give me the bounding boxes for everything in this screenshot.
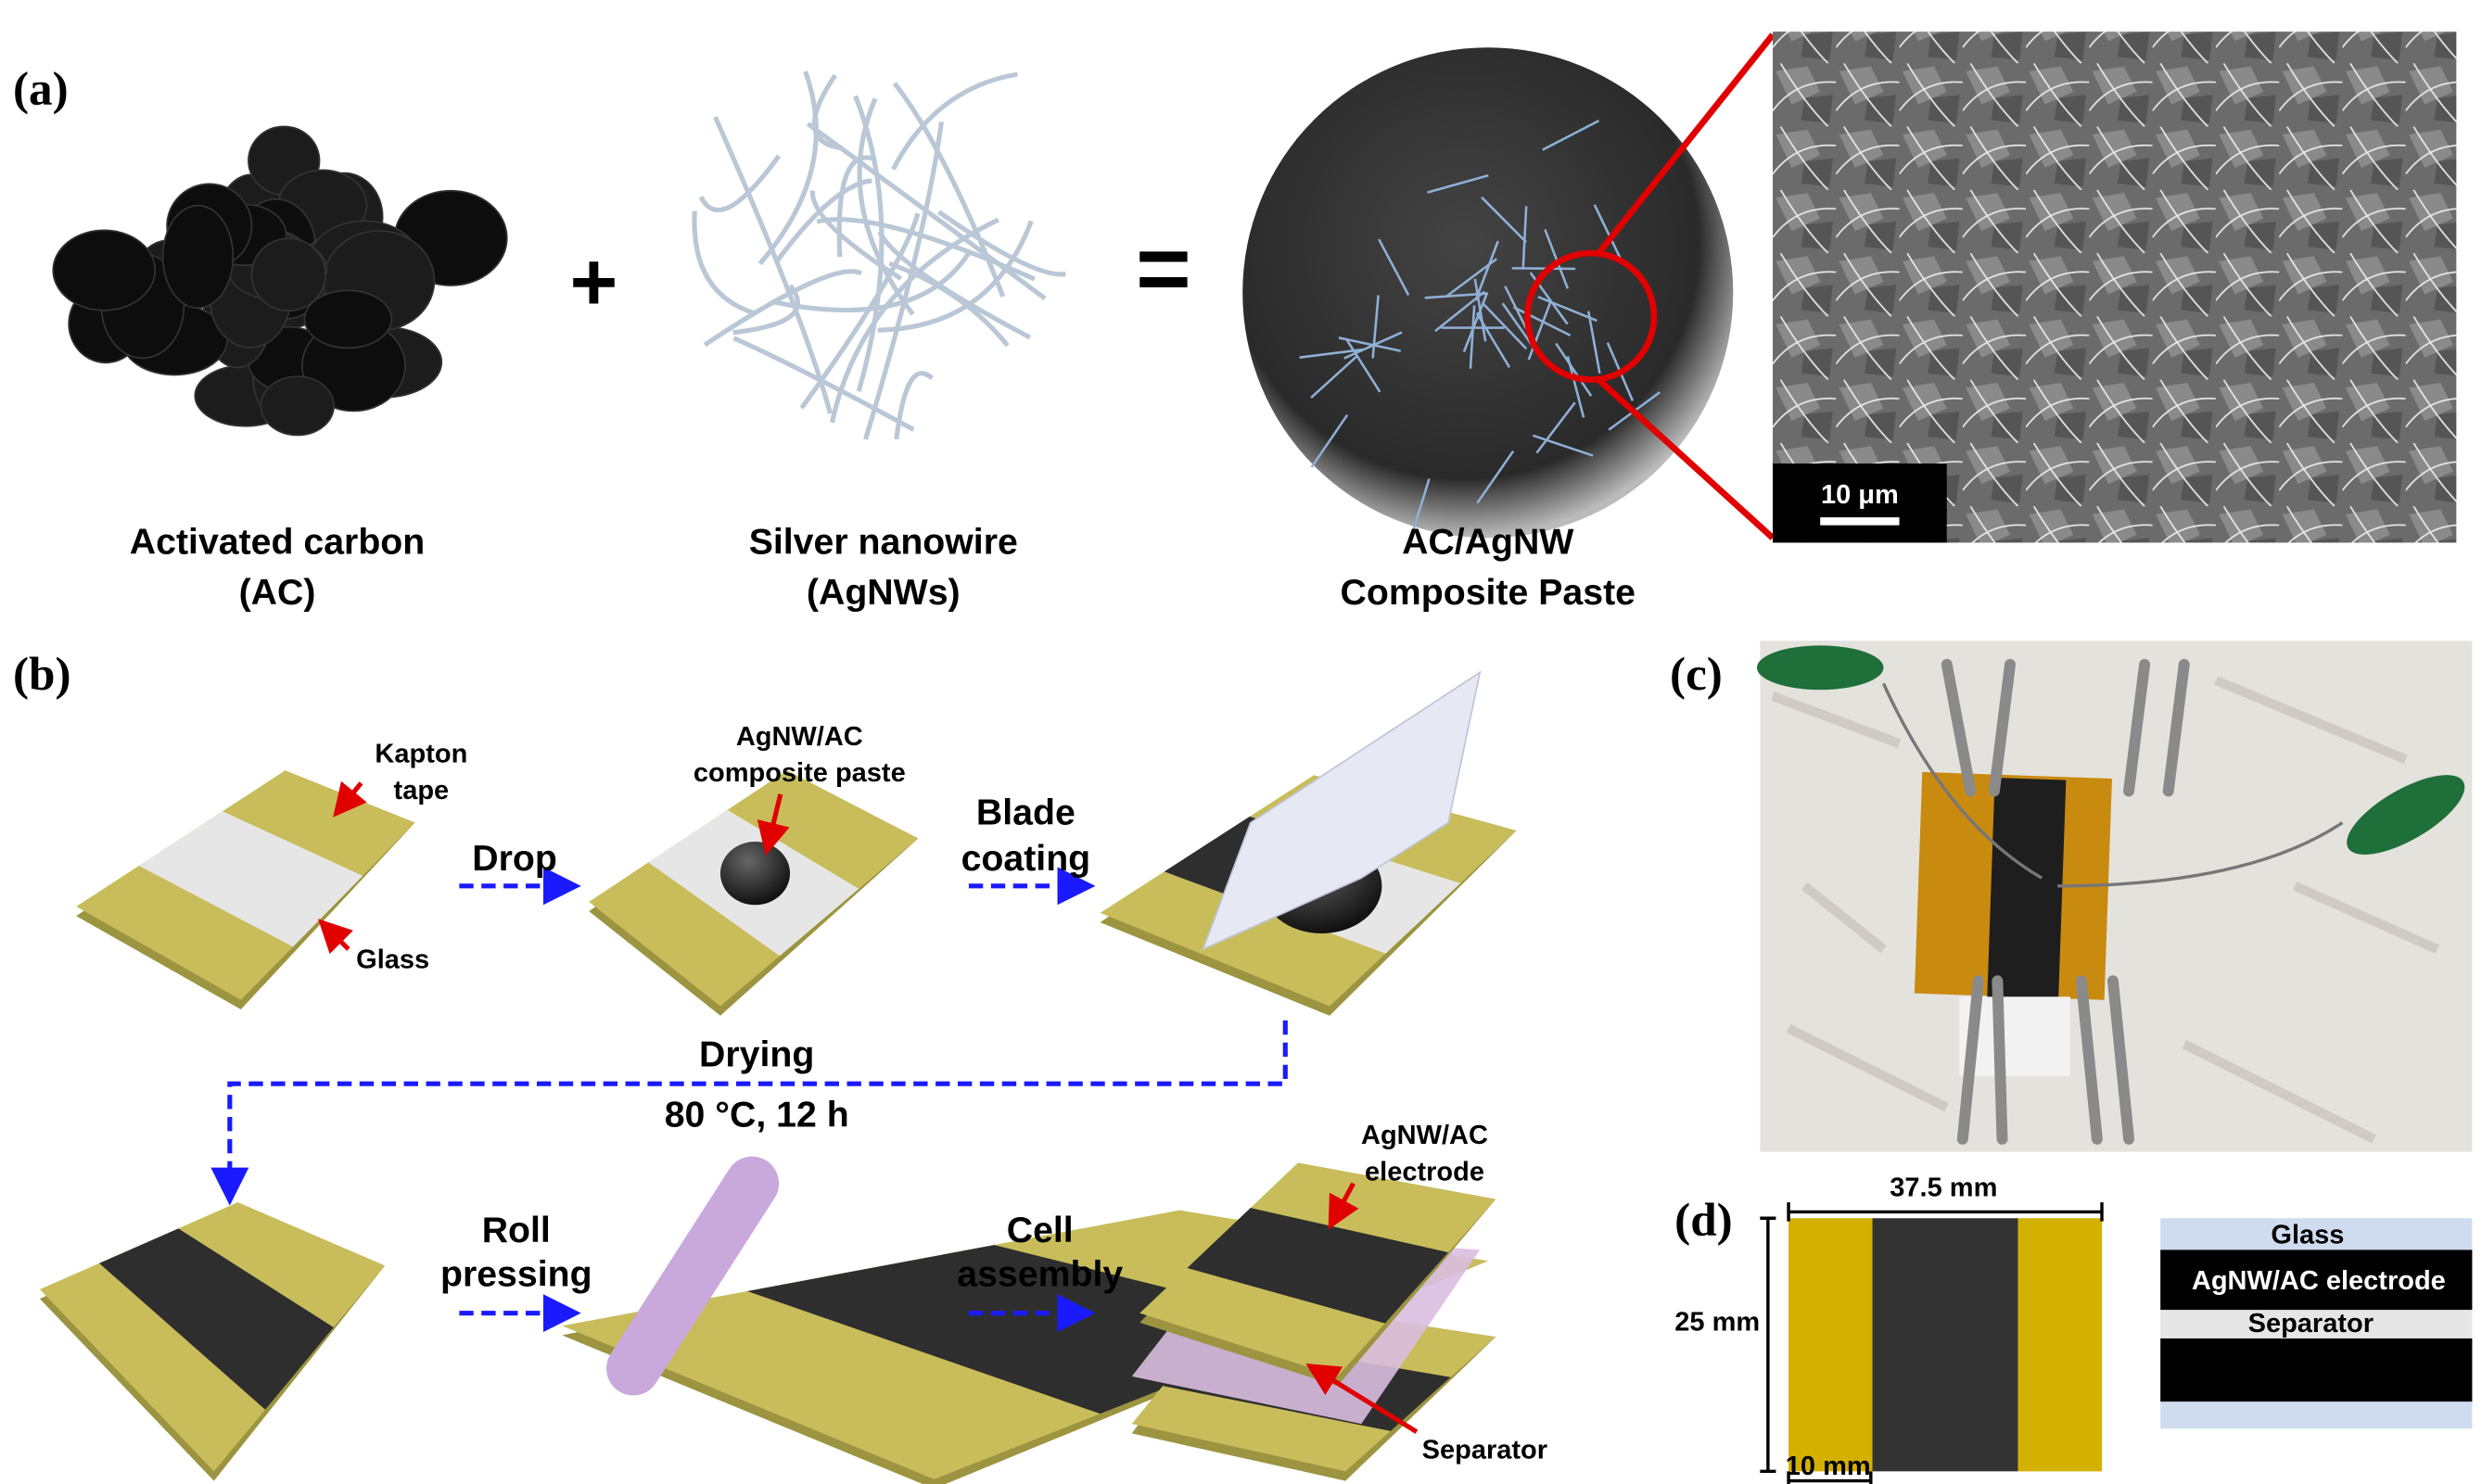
kapton-label-1: Kapton <box>375 740 467 769</box>
electrode-label-2: electrode <box>1365 1157 1484 1186</box>
arrow-drying <box>210 1020 1288 1206</box>
paste-drop <box>719 842 791 906</box>
nanowire <box>836 155 873 258</box>
drop-label: Drop <box>472 838 557 879</box>
layer-electrode-label: AgNW/AC electrode <box>2192 1266 2446 1296</box>
agnw-label-1: Silver nanowire <box>749 521 1018 562</box>
layer-separator-label: Separator <box>2248 1309 2374 1338</box>
plate-cell-top <box>1139 1162 1496 1387</box>
height-dimension-line <box>1760 1216 1776 1474</box>
nanowire <box>713 116 833 414</box>
cell-label-1: Cell <box>1007 1210 1074 1250</box>
pointer-electrode <box>1328 1182 1359 1230</box>
plate-dried <box>40 1202 386 1481</box>
paste-b-label-1: AgNW/AC <box>736 722 863 752</box>
roller <box>606 1156 780 1396</box>
nanowire <box>891 71 1018 171</box>
nanowire <box>774 178 872 263</box>
carbon-particle <box>303 289 393 349</box>
coating-blade <box>1202 670 1482 951</box>
paste-label-2: Composite Paste <box>1341 572 1636 613</box>
roll-label-2: pressing <box>440 1254 592 1295</box>
activated-carbon-illustration <box>52 125 508 437</box>
nanowire <box>757 70 819 266</box>
agnw-label-2: (AgNWs) <box>807 572 961 613</box>
zoom-circle <box>1524 249 1658 384</box>
plate-kapton-glass <box>76 770 415 1009</box>
cross-section <box>2160 1218 2473 1429</box>
zoom-line-bottom <box>1596 377 1776 540</box>
plus-sign: + <box>569 236 617 328</box>
panel-c-label: (c) <box>1670 648 1723 701</box>
width-label: 37.5 mm <box>1890 1173 1997 1202</box>
nanowire <box>770 248 973 313</box>
nanowire <box>703 269 863 348</box>
drying-condition: 80 °C, 12 h <box>665 1094 849 1135</box>
ac-label-1: Activated carbon <box>130 521 425 562</box>
device-photo <box>1756 641 2473 1152</box>
glass-label: Glass <box>356 945 429 975</box>
width-dimension-line <box>1787 1202 2104 1222</box>
zoom-line-top <box>1596 32 1776 256</box>
electrode-top-view <box>1788 1218 2103 1472</box>
panel-b-label: (b) <box>13 648 71 701</box>
equals-sign: = <box>1136 214 1191 321</box>
carbon-particle <box>260 375 335 437</box>
blade-label-2: coating <box>961 838 1091 879</box>
roll-label-1: Roll <box>482 1210 551 1250</box>
scale-bar-box <box>1772 463 1947 543</box>
nanowire <box>698 154 782 213</box>
scale-bar <box>1820 517 1900 526</box>
separator-label: Separator <box>1422 1436 1547 1465</box>
tape-width-label: 10 mm <box>1786 1452 1871 1481</box>
kapton-label-2: tape <box>394 776 450 805</box>
pointer-paste <box>757 793 790 856</box>
drying-label: Drying <box>699 1034 814 1074</box>
electrode-label-1: AgNW/AC <box>1361 1121 1488 1150</box>
carbon-particle <box>52 229 157 311</box>
nanowire <box>877 230 1032 340</box>
sem-image <box>1772 32 2457 543</box>
nanowire <box>806 121 1047 300</box>
nanowire <box>888 260 1010 348</box>
pointer-separator <box>1305 1364 1419 1434</box>
nanowire <box>877 220 1034 333</box>
blade-label-1: Blade <box>976 792 1076 832</box>
paste-b-label-2: composite paste <box>694 758 906 788</box>
height-label: 25 mm <box>1674 1307 1760 1337</box>
carbon-particle <box>161 204 235 310</box>
composite-paste-sphere <box>1242 47 1734 540</box>
tape-dimension-line <box>1787 1471 1873 1484</box>
paste-label-1: AC/AgNW <box>1402 521 1573 562</box>
panel-d-label: (d) <box>1674 1194 1733 1247</box>
layer-glass-label: Glass <box>2271 1221 2344 1250</box>
nanowire <box>692 210 755 316</box>
cell-label-2: assembly <box>957 1254 1123 1295</box>
ac-label-2: (AC) <box>239 572 316 613</box>
nanowire <box>937 209 1066 277</box>
sem-scale-label: 10 μm <box>1821 480 1899 510</box>
pointer-kapton <box>333 780 367 818</box>
panel-a-label: (a) <box>13 63 69 116</box>
nanowire <box>857 97 915 316</box>
nanowire <box>732 284 800 336</box>
nanowire <box>892 82 1006 298</box>
nanowire <box>732 336 915 432</box>
nanowire <box>894 371 935 440</box>
silver-nanowire-illustration <box>692 70 1066 440</box>
pointer-glass <box>318 919 354 955</box>
carbon-particle <box>250 237 326 312</box>
